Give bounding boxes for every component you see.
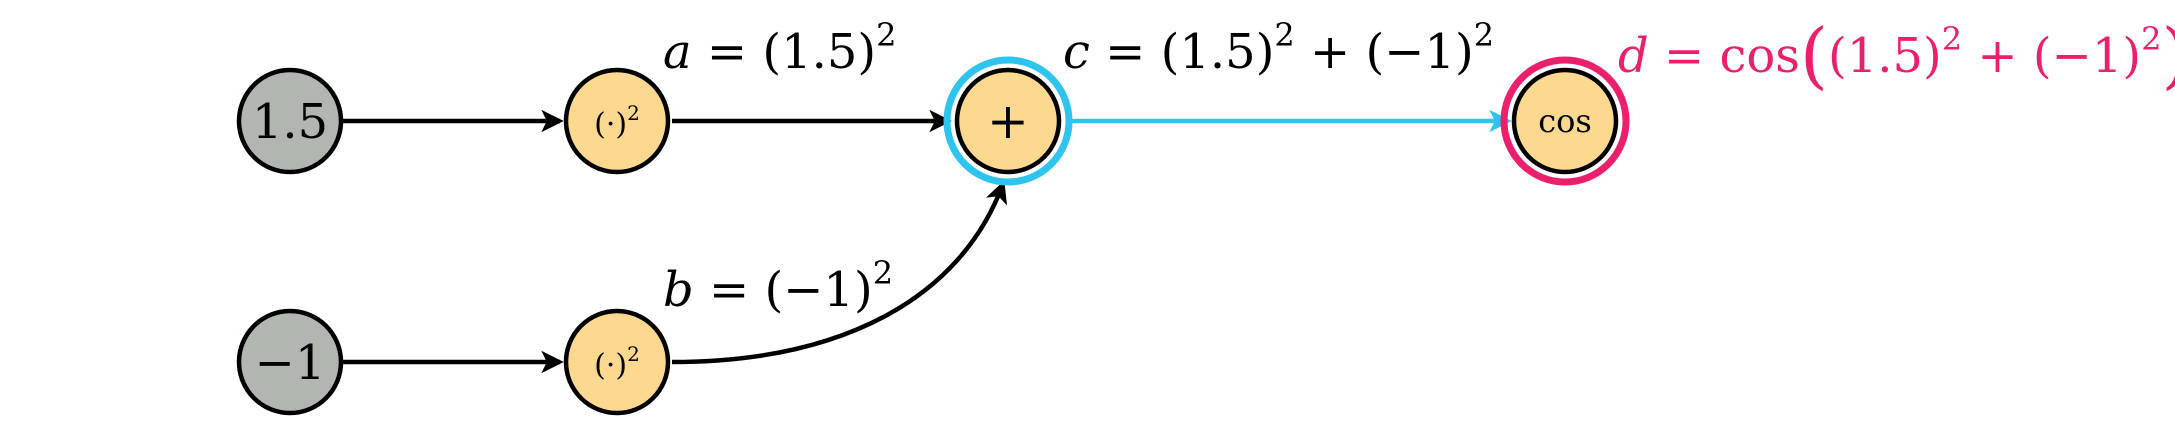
node-cos-highlight-ring: [1500, 56, 1630, 186]
node-square-a-label: (·)2: [594, 101, 640, 142]
node-plus-label: +: [987, 92, 1029, 150]
edge-square-b-to-plus: [671, 180, 1008, 365]
node-plus[interactable]: +: [943, 56, 1073, 186]
label-a: a = (1.5)2: [663, 16, 897, 80]
label-d: d = cos((1.5)2 + (−1)2): [1618, 13, 2175, 97]
node-input-a-label: 1.5: [252, 94, 328, 150]
label-c: c = (1.5)2 + (−1)2: [1063, 16, 1494, 80]
node-input-b[interactable]: −1: [236, 308, 344, 416]
node-input-b-label: −1: [255, 335, 326, 391]
node-cos[interactable]: cos: [1500, 56, 1630, 186]
node-square-a[interactable]: (·)2: [563, 67, 671, 175]
label-b: b = (−1)2: [663, 254, 893, 318]
node-cos-label: cos: [1538, 102, 1592, 140]
node-square-b[interactable]: (·)2: [563, 308, 671, 416]
node-plus-highlight-ring: [943, 56, 1073, 186]
node-input-a[interactable]: 1.5: [236, 67, 344, 175]
node-square-b-label: (·)2: [594, 342, 640, 383]
